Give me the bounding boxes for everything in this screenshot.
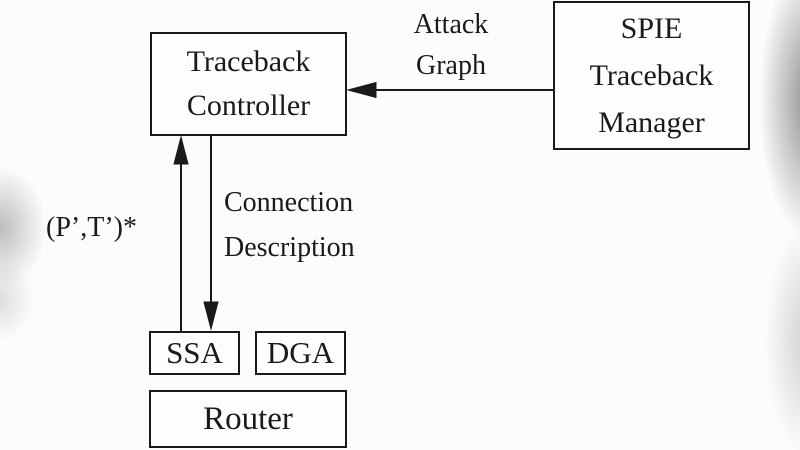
edge-label-attack-graph: Attack Graph bbox=[389, 4, 513, 86]
edge-label-connection-description-line2: Description bbox=[224, 232, 355, 263]
edge-label-connection-description: Connection Description bbox=[224, 180, 355, 270]
node-spie-label-line1: SPIE bbox=[620, 12, 683, 45]
edge-label-connection-description-line1: Connection bbox=[224, 187, 354, 218]
node-dga: DGA bbox=[255, 331, 346, 375]
node-spie-traceback-manager: SPIE Traceback Manager bbox=[553, 1, 750, 150]
edge-label-attack-graph-line2: Graph bbox=[416, 50, 486, 81]
arrow-connection-description bbox=[203, 136, 219, 331]
node-traceback-controller-label-line1: Traceback bbox=[186, 45, 311, 78]
edge-label-pt-report-line1: (P’,T’)* bbox=[46, 212, 137, 243]
arrow-attack-graph bbox=[346, 81, 553, 99]
node-dga-label: DGA bbox=[266, 335, 335, 370]
node-router: Router bbox=[149, 390, 347, 448]
node-spie-label-line2: Traceback bbox=[589, 59, 714, 92]
node-ssa-label: SSA bbox=[166, 335, 223, 370]
edge-label-pt-report: (P’,T’)* bbox=[46, 212, 137, 244]
node-traceback-controller-label-line2: Controller bbox=[186, 89, 311, 122]
edge-label-attack-graph-line1: Attack bbox=[413, 9, 489, 40]
node-router-label: Router bbox=[203, 400, 293, 437]
node-ssa: SSA bbox=[149, 331, 240, 375]
node-traceback-controller: Traceback Controller bbox=[150, 32, 347, 136]
arrow-pt-report bbox=[173, 135, 189, 331]
node-spie-label-line3: Manager bbox=[598, 106, 705, 139]
